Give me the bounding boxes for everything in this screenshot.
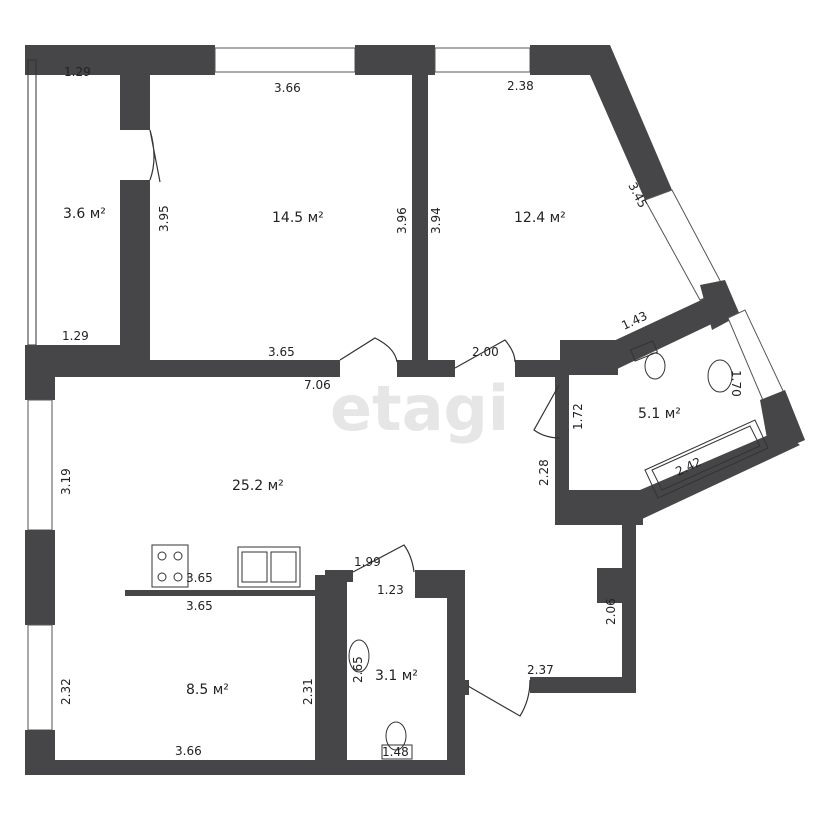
walls	[25, 45, 805, 775]
watermark-logo: etagi	[330, 372, 509, 445]
window	[27, 624, 53, 731]
dim-label: 3.66	[175, 744, 202, 758]
dim-label: 1.99	[354, 555, 381, 569]
dim-label: 1.48	[382, 745, 409, 759]
dim-label: 3.19	[59, 468, 73, 495]
dim-label: 1.70	[729, 370, 743, 397]
door-entrance	[467, 679, 531, 717]
window	[434, 47, 531, 73]
dim-label: 3.65	[268, 345, 295, 359]
dim-label: 2.28	[537, 459, 551, 486]
toilet-icon	[629, 340, 666, 380]
toilet-icon	[381, 721, 413, 760]
window	[27, 399, 53, 531]
doors	[149, 129, 561, 717]
kitchen-sink-icon	[237, 546, 301, 588]
door-bedroom-left	[339, 337, 398, 363]
door-balcony	[149, 129, 161, 183]
fixtures	[151, 340, 769, 760]
sink-icon	[348, 639, 370, 673]
dim-label: 2.31	[301, 678, 315, 705]
dim-label: 1.29	[62, 329, 89, 343]
room-area-balcony: 3.6 м²	[63, 206, 106, 222]
dim-label: 3.96	[395, 207, 409, 234]
room-area-bathroom: 5.1 м²	[638, 406, 681, 422]
dim-label: 1.29	[64, 65, 91, 79]
room-areas: 3.6 м² 14.5 м² 12.4 м² 5.1 м² 25.2 м² 8.…	[63, 206, 681, 698]
dim-label: 3.95	[157, 205, 171, 232]
dim-label: 1.23	[377, 583, 404, 597]
dim-label: 2.65	[351, 656, 365, 683]
room-area-bedroom-right: 12.4 м²	[514, 210, 566, 226]
bathtub-icon	[644, 419, 769, 499]
room-area-toilet: 3.1 м²	[375, 668, 418, 684]
dim-label: 1.72	[571, 403, 585, 430]
dim-label: 2.37	[527, 663, 554, 677]
door-toilet	[352, 544, 415, 573]
dim-label: 7.06	[304, 378, 331, 392]
room-area-living: 25.2 м²	[232, 478, 284, 494]
door-bedroom-right	[454, 339, 516, 369]
room-area-kitchen: 8.5 м²	[186, 682, 229, 698]
dim-label: 3.65	[186, 571, 213, 585]
dim-label: 3.65	[186, 599, 213, 613]
window	[214, 47, 356, 73]
dim-label: 3.94	[429, 207, 443, 234]
balcony-glazing	[27, 59, 37, 346]
dim-label: 2.38	[507, 79, 534, 93]
dim-label: 3.66	[274, 81, 301, 95]
door-bathroom	[533, 384, 561, 439]
sink-icon	[707, 359, 733, 393]
dim-label: 2.00	[472, 345, 499, 359]
dim-label: 2.32	[59, 678, 73, 705]
dim-label: 2.06	[604, 598, 618, 625]
room-area-bedroom-left: 14.5 м²	[272, 210, 324, 226]
stove-icon	[151, 544, 189, 588]
